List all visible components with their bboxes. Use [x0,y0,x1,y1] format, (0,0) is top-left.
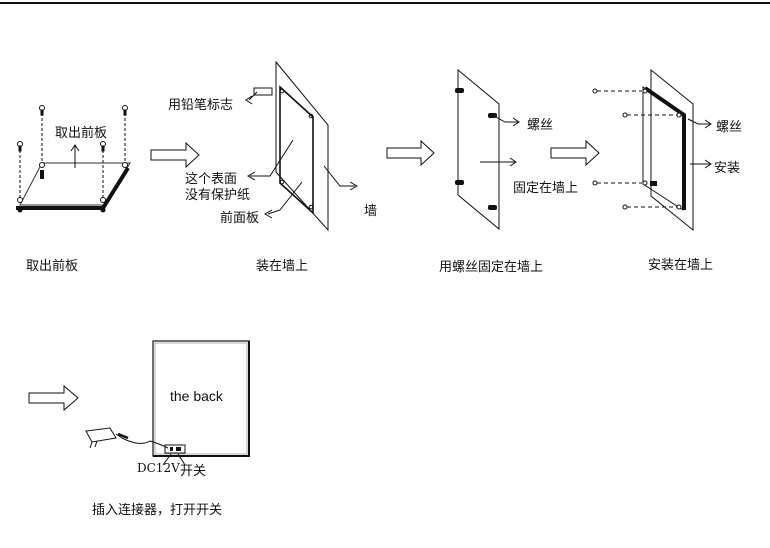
step1-caption: 取出前板 [26,259,79,274]
step5-caption: 插入连接器，打开开关 [92,503,223,518]
next-arrow-3 [550,139,600,167]
step3-screw-illustration [455,68,520,231]
step5-dc-label: DC12V [137,461,180,475]
step2-front-panel-label: 前面板 [220,211,260,226]
top-border-line [0,2,770,4]
step3-caption: 用螺丝固定在墙上 [439,260,544,275]
step1-remove-label: 取出前板 [55,126,108,141]
step4-caption: 安装在墙上 [648,258,714,273]
step4-screw-label: 螺丝 [716,120,743,135]
step4-install-label: 安装 [714,161,741,176]
step5-back-illustration [85,340,250,466]
step2-wall-illustration [245,60,359,232]
step1-panel-illustration [16,105,131,213]
next-arrow-4 [28,384,79,412]
step2-pencil-mark-label: 用铅笔标志 [168,98,234,113]
step3-fix-on-wall-label: 固定在墙上 [513,181,579,196]
step3-screw-label: 螺丝 [527,118,554,133]
step5-switch-label: 开关 [180,464,207,479]
step2-surface-label-line2: 没有保护纸 [185,188,251,203]
next-arrow-2 [386,139,435,167]
step2-wall-label: 墙 [364,204,378,219]
next-arrow-1 [150,141,200,169]
step5-back-label: the back [170,388,223,404]
step4-install-illustration [592,68,712,232]
step2-caption: 装在墙上 [256,259,309,274]
step2-surface-label-line1: 这个表面 [185,172,238,187]
